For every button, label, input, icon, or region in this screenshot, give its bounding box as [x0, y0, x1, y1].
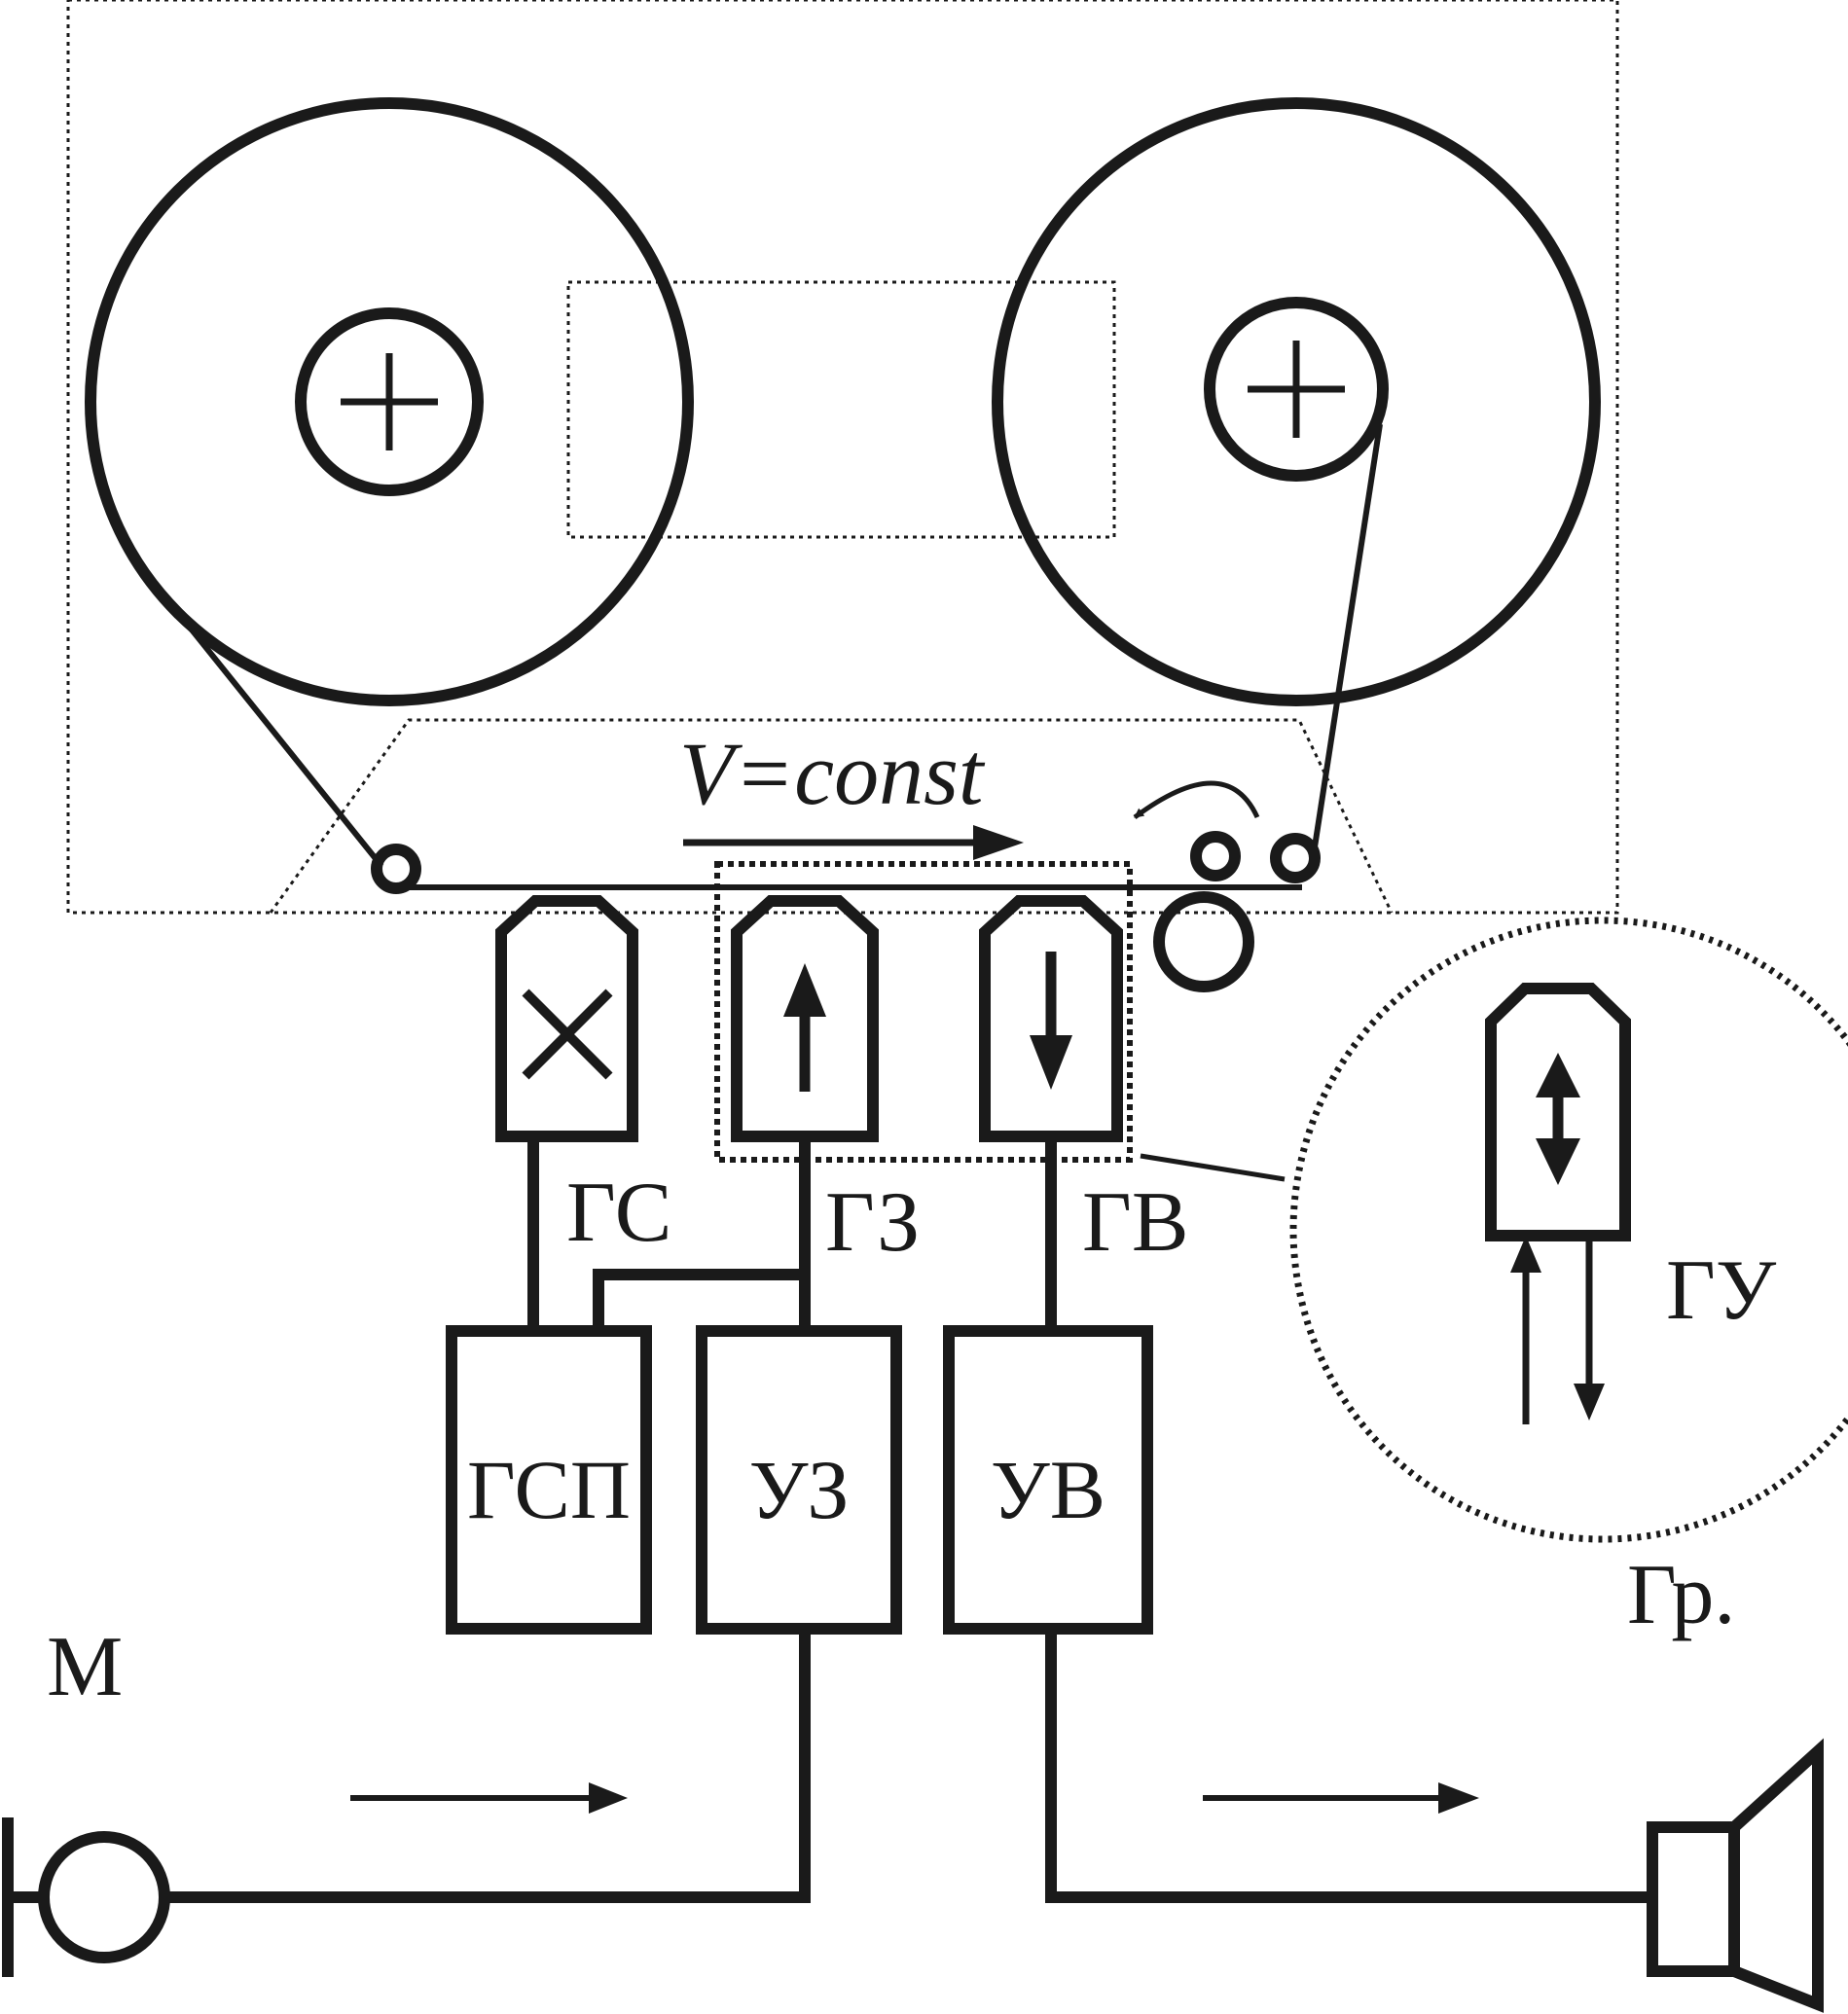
- guide-rollers: [371, 831, 1321, 894]
- loudspeaker-icon: [1647, 1738, 1824, 2013]
- bias-oscillator-label: ГСП: [467, 1443, 631, 1536]
- rotation-arrow-icon: [1133, 780, 1260, 820]
- erase-head: [495, 895, 638, 1142]
- signal-out-arrow-icon: [1574, 1241, 1605, 1421]
- erase-head-label: ГС: [566, 1166, 671, 1260]
- arrow-down-icon: [1030, 952, 1072, 1090]
- universal-head-label: ГУ: [1666, 1243, 1777, 1338]
- signal-in-arrow-icon: [1510, 1236, 1541, 1424]
- speed-label: V=const: [679, 724, 986, 823]
- output-flow-arrow-icon: [1203, 1782, 1479, 1814]
- cassette-outline: [66, 0, 1619, 915]
- callout-leader: [1140, 1153, 1286, 1182]
- bias-oscillator-block: [446, 1325, 652, 1635]
- double-arrow-icon: [1536, 1053, 1580, 1185]
- pinch-roller: [1153, 891, 1254, 992]
- record-amplifier-label: УЗ: [749, 1443, 850, 1536]
- record-head: [731, 895, 879, 1142]
- tape-path: [188, 423, 1383, 890]
- universal-head: [1485, 983, 1631, 1424]
- heads-highlight-box: [714, 861, 1133, 1163]
- arrow-up-icon: [783, 963, 826, 1092]
- cross-icon: [522, 989, 613, 1080]
- playback-head-label: ГВ: [1082, 1175, 1189, 1270]
- playback-amplifier-label: УВ: [991, 1443, 1105, 1536]
- input-flow-arrow-icon: [350, 1782, 628, 1814]
- microphone-label: М: [47, 1620, 123, 1714]
- tape-direction-arrow-icon: [683, 825, 1024, 860]
- loudspeaker-label: Гр.: [1627, 1548, 1735, 1642]
- right-reel: [992, 97, 1601, 706]
- playback-head: [979, 895, 1123, 1142]
- left-reel: [85, 97, 694, 706]
- record-head-label: ГЗ: [825, 1175, 920, 1270]
- connection-wires: [165, 1136, 1647, 1903]
- microphone-icon: [2, 1817, 170, 1977]
